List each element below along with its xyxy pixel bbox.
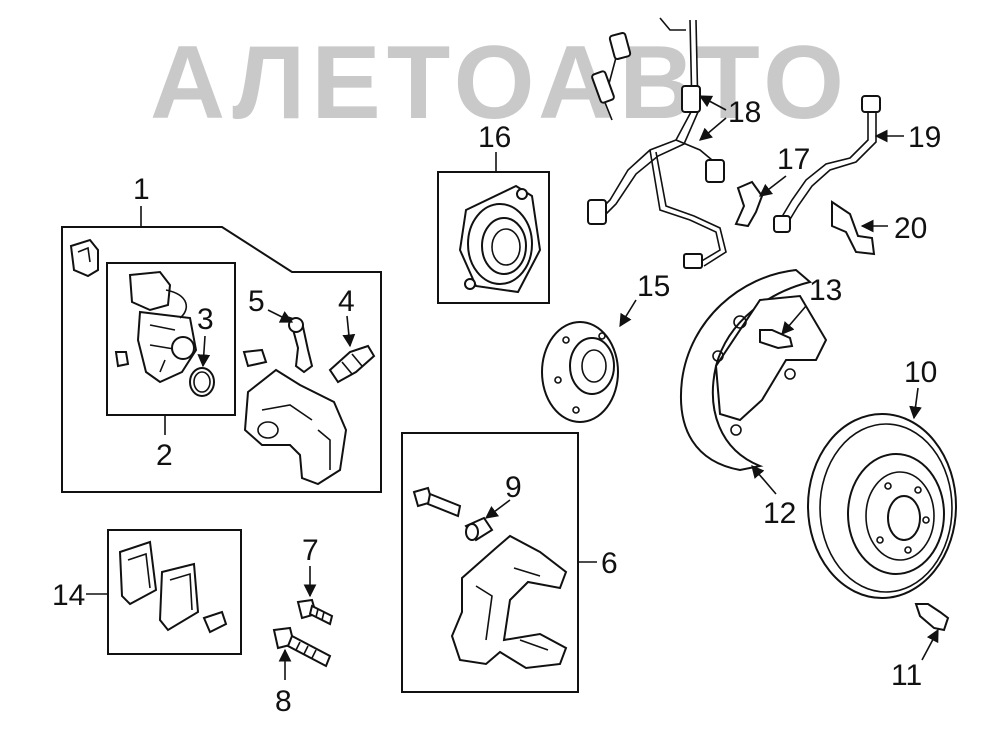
callout-1: 1	[133, 173, 150, 206]
hose-bracket-part	[831, 200, 876, 256]
bearing-box	[437, 171, 550, 304]
abs-sensor-harness-part	[587, 17, 727, 269]
callout-5: 5	[248, 285, 265, 318]
abs-sensor-part	[734, 180, 764, 228]
shield-bolt-part	[759, 329, 794, 350]
pad-clip-part	[202, 610, 228, 634]
brake-pad-left-part	[118, 540, 158, 606]
callout-18: 18	[728, 96, 761, 129]
caliper-clip-part	[69, 238, 99, 278]
guide-bushing-part	[464, 516, 494, 542]
callout-4: 4	[338, 285, 355, 318]
callout-19: 19	[908, 121, 941, 154]
callout-12: 12	[763, 497, 796, 530]
callout-8: 8	[275, 685, 292, 718]
wheel-bearing-part	[458, 184, 542, 294]
callout-3: 3	[197, 303, 214, 336]
disc-screw-part	[914, 603, 950, 632]
guide-pin-part	[288, 316, 314, 374]
callout-14: 14	[52, 579, 85, 612]
caliper-carrier-part	[450, 534, 568, 670]
callout-6: 6	[601, 547, 618, 580]
bleeder-valve-part	[328, 344, 376, 384]
callout-10: 10	[904, 356, 937, 389]
carrier-bolt-part	[412, 486, 462, 518]
callout-11: 11	[891, 659, 922, 692]
caliper-body-part	[242, 348, 348, 486]
callout-20: 20	[894, 212, 927, 245]
brake-disc-part	[807, 413, 957, 599]
brake-pad-right-part	[158, 562, 200, 632]
caliper-motor-housing-part	[114, 270, 198, 384]
caliper-assembly-box	[61, 226, 382, 493]
callout-16: 16	[478, 121, 511, 154]
leader-lines	[86, 95, 939, 680]
callout-2: 2	[156, 439, 173, 472]
bolt-7-part	[296, 598, 334, 626]
callout-17: 17	[777, 143, 810, 176]
splash-shield-part	[680, 268, 828, 472]
caliper-housing-box	[106, 262, 236, 416]
callout-7: 7	[302, 534, 319, 567]
watermark-text: АЛЕТОАВТО	[150, 25, 850, 141]
callout-9: 9	[505, 471, 522, 504]
wheel-hub-part	[541, 321, 619, 423]
brake-pads-box	[107, 529, 242, 655]
callout-15: 15	[637, 270, 670, 303]
callout-13: 13	[809, 274, 842, 307]
bolt-8-part	[272, 626, 332, 668]
